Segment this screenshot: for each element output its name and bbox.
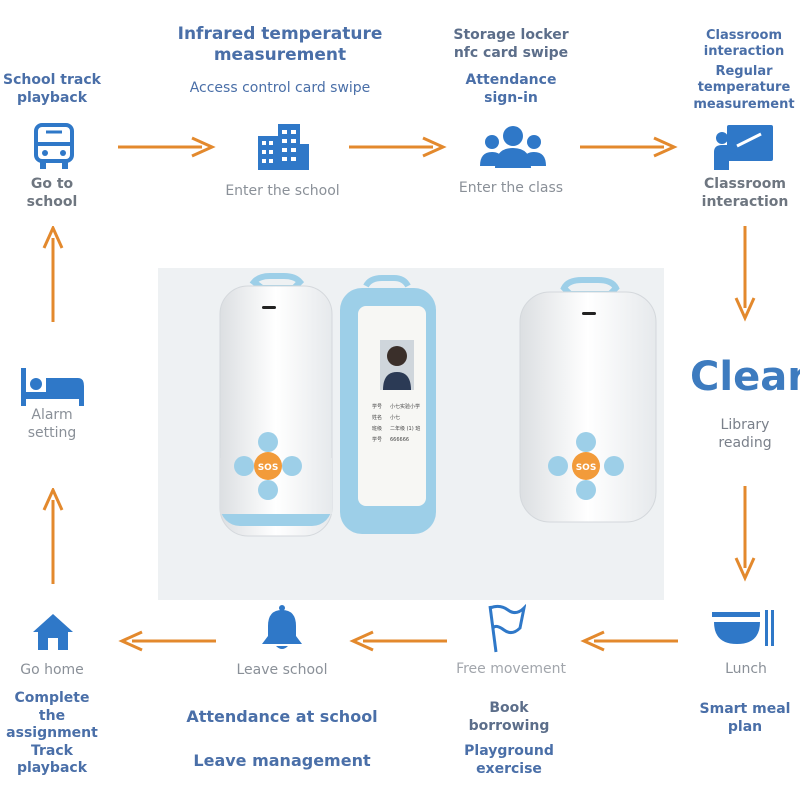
flag-icon (486, 604, 526, 654)
step-infrared-title: Infrared temperature measurement (177, 24, 383, 66)
step-library-reading-caption: Library reading (718, 417, 772, 451)
step-alarm-setting-caption: Alarm setting (27, 407, 77, 441)
step-book-borrowing-title: Book borrowing (468, 700, 550, 734)
step-free-movement-caption: Free movement (456, 661, 566, 677)
svg-text:二年级 (1) 班: 二年级 (1) 班 (390, 425, 420, 432)
step-classroom-interaction-title: Classroom interaction (703, 28, 785, 60)
arrow-left-1 (118, 630, 216, 652)
svg-text:666666: 666666 (390, 437, 409, 443)
presentation-icon (713, 124, 775, 170)
svg-text:班级: 班级 (372, 425, 382, 432)
sos-label-left: SOS (258, 463, 279, 473)
step-go-to-school-caption: Go to school (26, 176, 78, 210)
clear-watermark-text: Clear (690, 354, 800, 400)
device-card-middle: 学号 小七实验小学 姓名 小七 班级 二年级 (1) 班 学号 666666 (340, 275, 436, 534)
svg-text:小七实验小学: 小七实验小学 (390, 403, 420, 410)
svg-text:姓名: 姓名 (372, 414, 382, 421)
device-product-photo: SOS 学号 小七实验小学 姓名 小七 班级 二年级 (1) 班 学号 666666 (158, 268, 664, 600)
step-lunch-caption: Lunch (725, 661, 767, 677)
group-icon (480, 124, 546, 168)
step-smart-meal-title: Smart meal plan (699, 701, 791, 735)
step-classroom-interaction-caption: Classroom interaction (701, 176, 789, 210)
step-enter-class-caption: Enter the class (458, 180, 564, 196)
svg-text:学号: 学号 (372, 436, 382, 443)
step-attendance-signin-title: Attendance sign-in (465, 72, 557, 106)
arrow-down-1 (734, 226, 756, 322)
arrow-up-2 (42, 488, 64, 584)
bus-icon (32, 122, 76, 172)
arrow-up-1 (42, 226, 64, 322)
step-leave-management-title: Leave management (193, 751, 371, 770)
step-leave-school-caption: Leave school (236, 662, 328, 678)
bell-icon (260, 604, 304, 652)
building-icon (255, 122, 311, 172)
step-enter-school-caption: Enter the school (225, 183, 340, 199)
arrow-left-2 (349, 630, 447, 652)
svg-text:小七: 小七 (390, 414, 400, 421)
device-back-left: SOS (219, 273, 333, 537)
device-back-right: SOS (519, 277, 657, 523)
arrow-right-1 (118, 136, 216, 158)
arrow-right-3 (580, 136, 678, 158)
step-regular-temperature-title: Regular temperature measurement (693, 64, 795, 112)
step-complete-assignment-title: Complete the assignment Track playback (6, 690, 98, 776)
step-access-card-title: Access control card swipe (189, 80, 371, 96)
home-icon (32, 612, 74, 652)
arrow-left-3 (580, 630, 678, 652)
step-attendance-school-title: Attendance at school (186, 707, 378, 726)
sos-label-right: SOS (576, 463, 597, 473)
step-storage-locker-title: Storage locker nfc card swipe (453, 27, 569, 61)
arrow-right-2 (349, 136, 447, 158)
bed-icon (20, 366, 86, 406)
svg-text:学号: 学号 (372, 403, 382, 410)
step-playground-exercise-title: Playground exercise (464, 743, 554, 777)
arrow-down-2 (734, 486, 756, 582)
bowl-icon (712, 608, 776, 648)
step-school-track-title: School track playback (3, 72, 101, 106)
step-go-home-caption: Go home (20, 662, 84, 678)
